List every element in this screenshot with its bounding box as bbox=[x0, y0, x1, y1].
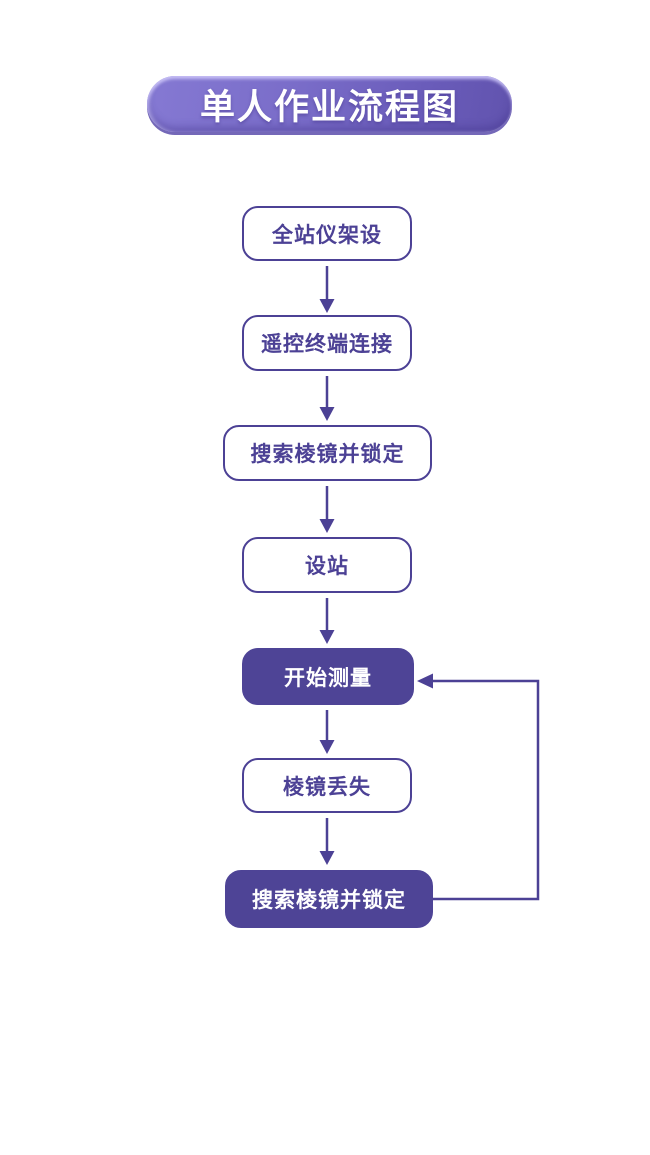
node-search-prism-lock-again: 搜索棱镜并锁定 bbox=[225, 870, 433, 928]
arrow-start-to-prismlost bbox=[319, 710, 335, 754]
arrow-connect-to-search bbox=[319, 376, 335, 421]
page-title: 单人作业流程图 bbox=[199, 87, 459, 127]
node-start-measurement: 开始测量 bbox=[242, 648, 414, 705]
page-title-banner: 单人作业流程图 bbox=[147, 76, 512, 132]
node-prism-lost: 棱镜丢失 bbox=[242, 758, 412, 813]
node-total-station-setup: 全站仪架设 bbox=[242, 206, 412, 261]
arrow-setup-to-connect bbox=[319, 266, 335, 313]
arrow-setstation-to-start bbox=[319, 598, 335, 644]
node-search-prism-lock: 搜索棱镜并锁定 bbox=[223, 425, 432, 481]
loop-back-arrow bbox=[417, 673, 540, 901]
arrow-search-to-setstation bbox=[319, 486, 335, 533]
arrow-prismlost-to-searchagain bbox=[319, 818, 335, 865]
node-set-station: 设站 bbox=[242, 537, 412, 593]
node-remote-terminal-connect: 遥控终端连接 bbox=[242, 315, 412, 371]
